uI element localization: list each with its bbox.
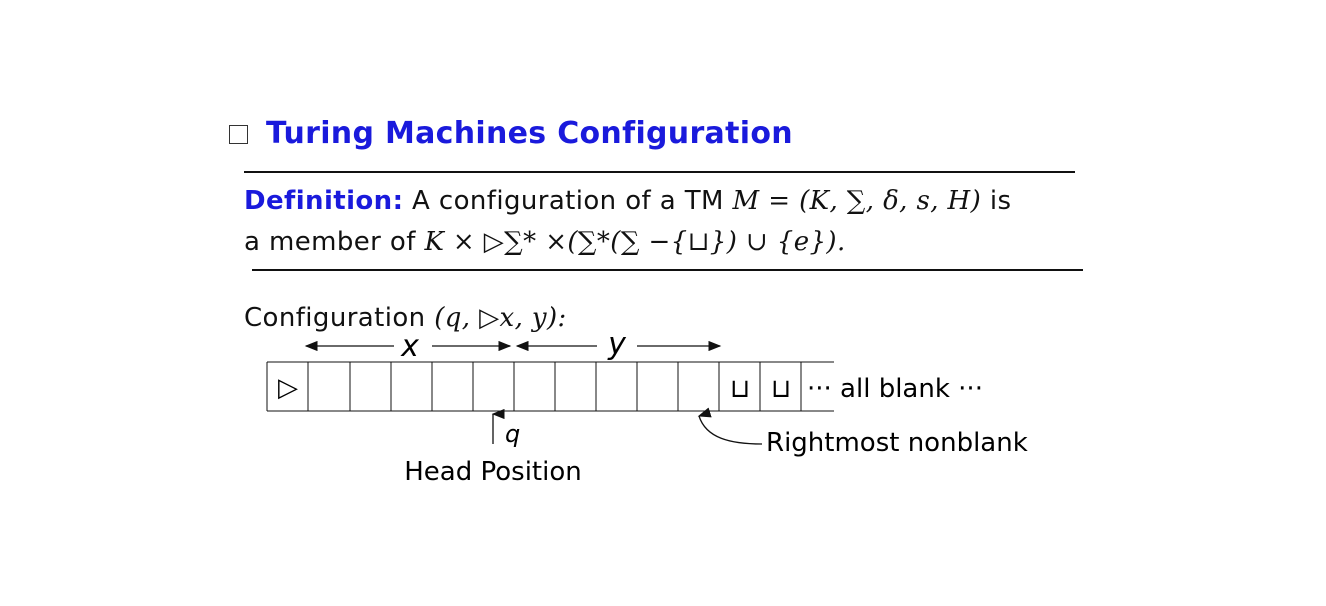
slide-title: Turing Machines Configuration xyxy=(229,114,793,154)
tape-blank-cell-2: ⊔ xyxy=(771,374,791,404)
square-bullet-icon xyxy=(229,125,248,144)
definition-text-2: a member of xyxy=(244,227,416,257)
all-blank-label: ··· all blank ··· xyxy=(807,374,983,404)
slide-title-text: Turing Machines Configuration xyxy=(266,116,793,151)
definition-label: Definition: xyxy=(244,186,404,216)
definition-text-1: A configuration of a TM xyxy=(412,186,724,216)
definition-bottom-rule xyxy=(252,269,1083,271)
tape-left-end-marker: ▷ xyxy=(278,373,298,403)
rightmost-nonblank-caption: Rightmost nonblank xyxy=(766,428,1028,458)
tape-blank-cell-1: ⊔ xyxy=(730,374,750,404)
definition-line-1: Definition: A configuration of a TM M = … xyxy=(244,186,1011,216)
definition-line-2: a member of K × ▷∑* ×(∑*(∑ −{⊔}) ∪ {e}). xyxy=(244,227,846,257)
x-span-label: x xyxy=(400,329,419,364)
definition-math-1: M = (K, ∑, δ, s, H) xyxy=(732,186,982,216)
definition-math-2: K × ▷∑* ×(∑*(∑ −{⊔}) ∪ {e}). xyxy=(424,227,846,257)
head-state-label: q xyxy=(505,420,520,448)
configuration-intro-math: (q, ▷x, y): xyxy=(434,303,567,333)
tape xyxy=(266,361,834,412)
definition-tail-1: is xyxy=(989,186,1012,216)
configuration-intro-text: Configuration xyxy=(244,303,426,333)
definition-top-rule xyxy=(244,171,1075,173)
configuration-intro: Configuration (q, ▷x, y): xyxy=(244,303,567,333)
rightmost-nonblank-arrow xyxy=(697,407,763,445)
y-span-label: y xyxy=(607,327,627,362)
head-position-caption: Head Position xyxy=(404,457,581,487)
